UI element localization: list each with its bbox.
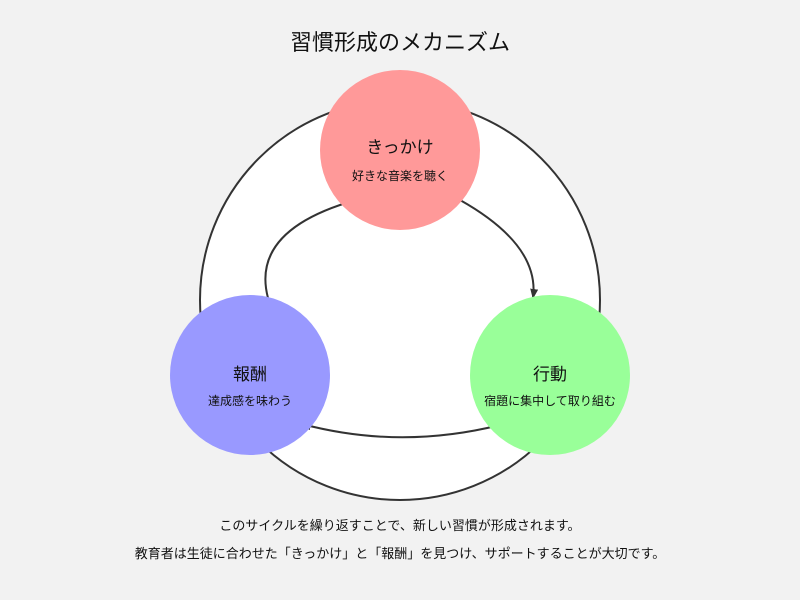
arrow-cue-to-action bbox=[459, 199, 539, 299]
node-cue-subtitle: 好きな音楽を聴く bbox=[352, 168, 448, 183]
arrow-reward-to-cue bbox=[264, 198, 357, 299]
node-cue-circle bbox=[320, 70, 480, 230]
node-action-title: 行動 bbox=[533, 365, 567, 385]
node-cue: きっかけ 好きな音楽を聴く bbox=[320, 70, 480, 230]
caption-line-1: このサイクルを繰り返すことで、新しい習慣が形成されます。 bbox=[219, 518, 580, 534]
arrow-action-to-reward bbox=[301, 422, 501, 439]
node-action-subtitle: 宿題に集中して取り組む bbox=[484, 393, 616, 408]
caption-line-2: 教育者は生徒に合わせた「きっかけ」と「報酬」を見つけ、サポートすることが大切です… bbox=[135, 546, 666, 562]
node-reward-circle bbox=[170, 295, 330, 455]
node-reward: 報酬 達成感を味わう bbox=[170, 295, 330, 455]
node-cue-title: きっかけ bbox=[366, 138, 433, 158]
node-action: 行動 宿題に集中して取り組む bbox=[470, 295, 630, 455]
node-reward-subtitle: 達成感を味わう bbox=[208, 393, 292, 408]
node-action-circle bbox=[470, 295, 630, 455]
page-title: 習慣形成のメカニズム bbox=[290, 31, 510, 56]
node-reward-title: 報酬 bbox=[233, 365, 267, 385]
